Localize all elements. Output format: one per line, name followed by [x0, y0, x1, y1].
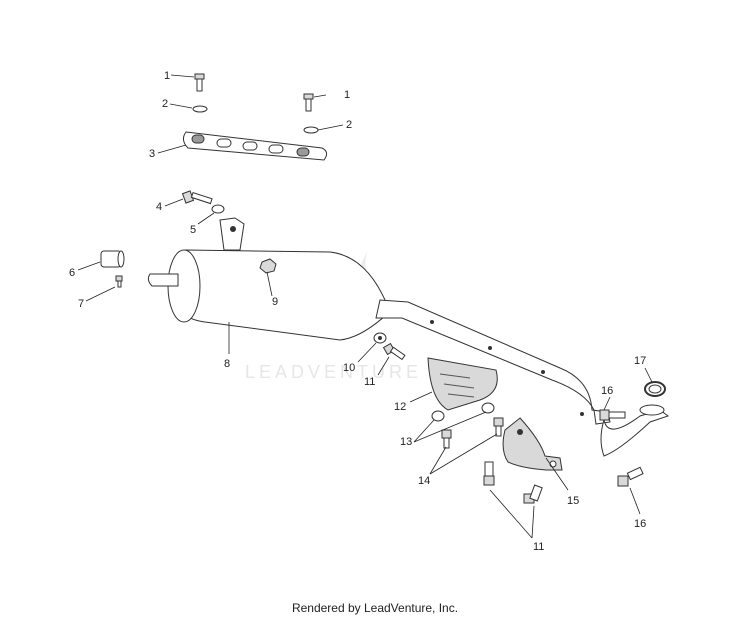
bolt-part-11-lower-right [523, 484, 543, 504]
exhaust-pipe [375, 299, 670, 457]
nut-part-9 [259, 258, 277, 274]
gasket-part-17 [644, 381, 666, 397]
callout-14: 14 [418, 475, 430, 487]
callout-3: 3 [149, 148, 155, 160]
muffler-part-8 [147, 217, 386, 341]
callout-16-lower: 16 [634, 518, 646, 530]
bolt-part-1-left [194, 73, 205, 92]
bolt-part-14-right [493, 417, 504, 437]
callout-12: 12 [394, 401, 406, 413]
bracket-part-15 [502, 417, 563, 471]
washer-part-13-right [481, 402, 495, 414]
callout-1-right: 1 [344, 89, 350, 101]
callout-15: 15 [567, 495, 579, 507]
callout-13: 13 [400, 436, 412, 448]
leader-lines [77, 74, 653, 539]
callout-11-lower: 11 [533, 541, 544, 553]
bolt-part-16-upper [599, 409, 626, 421]
washer-part-2-right [303, 126, 319, 134]
bolt-part-14-left [441, 429, 452, 449]
washer-part-5 [211, 204, 225, 214]
watermark-text: LEADVENTURE [245, 362, 422, 382]
bolt-part-11-lower-left [483, 461, 495, 486]
callout-7: 7 [78, 298, 84, 310]
callout-4: 4 [156, 201, 162, 213]
screw-part-7 [115, 275, 123, 288]
callout-8: 8 [224, 358, 230, 370]
bolt-part-11-upper [382, 342, 406, 361]
cap-part-6 [100, 250, 125, 268]
bracket-plate-part-3 [182, 131, 328, 161]
callout-1-left: 1 [164, 70, 170, 82]
callout-9: 9 [272, 296, 278, 308]
footer-credit: Rendered by LeadVenture, Inc. [291, 601, 459, 615]
washer-part-2-left [192, 105, 208, 113]
callout-2-right: 2 [346, 119, 352, 131]
callout-5: 5 [190, 224, 196, 236]
callout-2-left: 2 [162, 98, 168, 110]
callout-6: 6 [69, 267, 75, 279]
washer-part-10-hole [378, 336, 382, 340]
washer-part-13-left [431, 410, 445, 422]
bolt-part-1-right [303, 93, 314, 112]
callout-10: 10 [343, 362, 355, 374]
callout-17: 17 [634, 355, 646, 367]
callout-16-upper: 16 [601, 385, 613, 397]
bolt-part-16-lower [617, 466, 644, 487]
bolt-part-4 [181, 190, 213, 205]
callout-labels: 1 1 2 2 3 4 5 6 7 8 9 10 11 11 12 13 14 … [69, 70, 646, 553]
callout-11-upper: 11 [364, 376, 375, 388]
heat-shield-part-12 [427, 357, 498, 411]
